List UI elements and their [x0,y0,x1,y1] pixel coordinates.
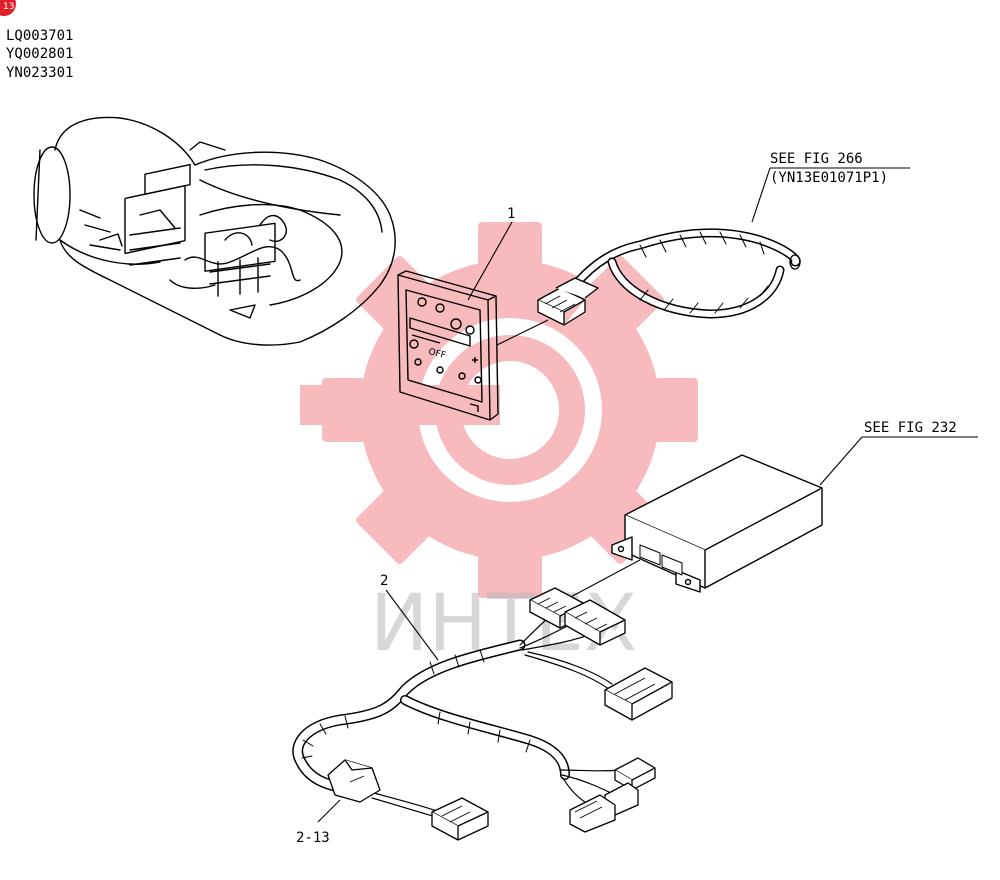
panel-off-label: OFF [427,347,446,361]
corner-badge: 13 [0,0,16,16]
serial-number-2: YQ002801 [6,46,73,62]
reference-fig-232: SEE FIG 232 [864,420,957,436]
harness-connector-middle [604,667,673,721]
callout-part-2: 2 [380,573,388,589]
control-panel [397,270,499,421]
callout-part-1: 1 [507,206,515,222]
leader-lines [317,167,978,823]
harness-connector-lower-right [569,757,656,833]
harness-connector-top [529,587,626,646]
reference-fig-266: SEE FIG 266 [770,151,863,167]
serial-number-3: YN023301 [6,65,73,81]
harness-connector-end [431,797,489,841]
harness-connector-2-13 [327,759,381,803]
lower-wire-harness [292,611,621,819]
serial-number-1: LQ003701 [6,28,73,44]
upper-connector [537,277,599,326]
corner-badge-text: 13 [3,2,14,12]
ecu-box [611,454,823,593]
upper-wire-harness [570,228,801,319]
machine-cab-drawing [33,116,396,346]
reference-fig-266-code: (YN13E01071P1) [770,170,888,186]
callout-part-2-13: 2-13 [296,830,330,846]
